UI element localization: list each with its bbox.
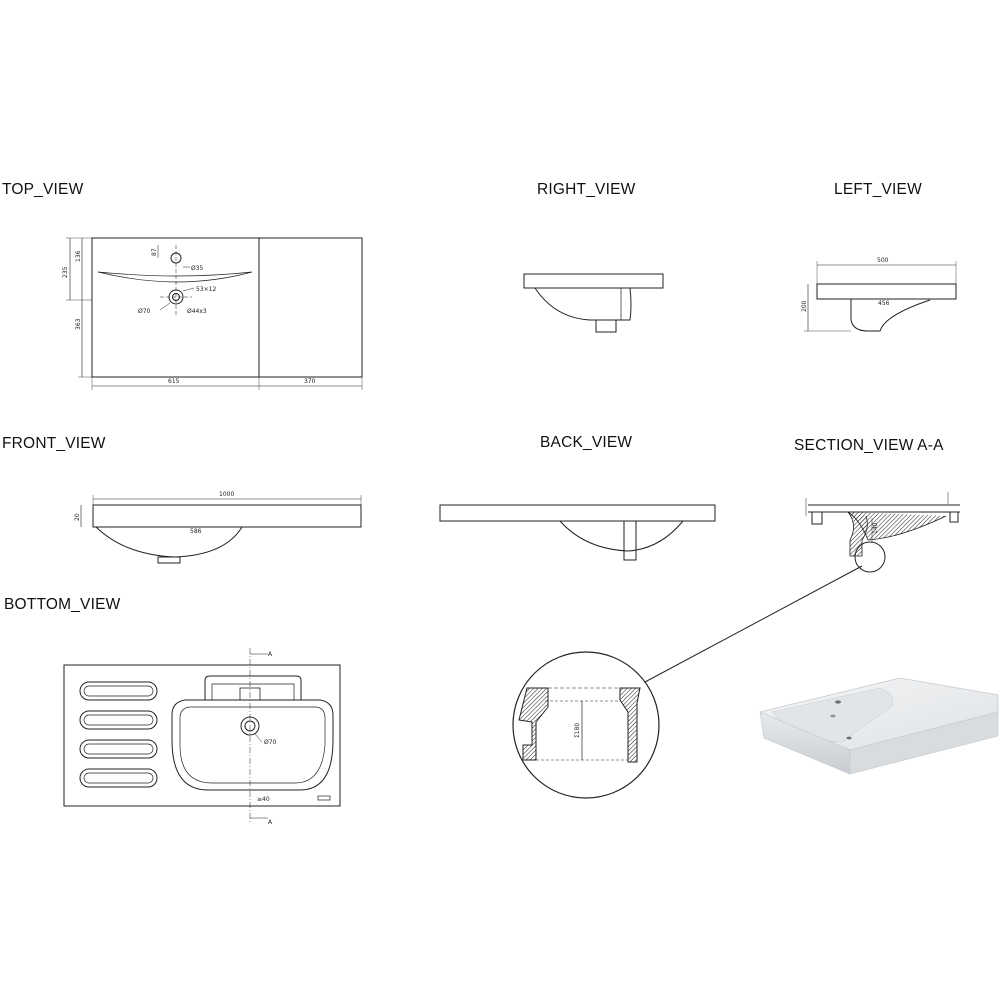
front-view-title: FRONT_VIEW bbox=[2, 435, 106, 452]
dim-top-h-upper: 136 bbox=[75, 250, 82, 262]
front-view-dimensions: 1000 586 20 bbox=[74, 491, 234, 535]
sink-3d-side bbox=[849, 711, 999, 775]
front-view-bowl bbox=[95, 526, 243, 558]
dim-bottom-offset: ≥40 bbox=[257, 796, 270, 803]
dim-top-w-shelf: 370 bbox=[304, 378, 316, 385]
left-view-dimensions: 500 456 200 bbox=[801, 257, 890, 312]
top-view-dimensions: 235 136 363 87 Ø35 53×12 Ø70 Ø44x3 615 3… bbox=[62, 248, 316, 385]
left-view-bowl bbox=[850, 299, 931, 332]
left-view bbox=[804, 261, 957, 332]
dim-section-depth: 140 bbox=[872, 522, 879, 534]
bottom-view-title: BOTTOM_VIEW bbox=[4, 596, 121, 613]
back-view bbox=[439, 504, 716, 561]
section-view-title: SECTION_VIEW A-A bbox=[794, 437, 944, 454]
dim-top-tap-hole: Ø35 bbox=[191, 265, 204, 272]
dim-front-width: 1000 bbox=[219, 491, 234, 498]
dim-top-overflow: 53×12 bbox=[196, 286, 216, 293]
back-view-title: BACK_VIEW bbox=[540, 434, 633, 451]
top-view-bowl-edge bbox=[97, 271, 253, 283]
back-view-drain bbox=[623, 521, 637, 561]
dim-front-height: 20 bbox=[74, 513, 81, 521]
bottom-view bbox=[63, 648, 341, 822]
detail-left-flange bbox=[518, 687, 549, 761]
dim-top-h-total: 235 bbox=[62, 266, 69, 278]
dim-left-inner: 456 bbox=[878, 300, 890, 307]
dim-detail-value: Σ180 bbox=[574, 723, 581, 738]
dim-top-drain-outer: Ø70 bbox=[138, 308, 151, 315]
bottom-overflow-channel bbox=[204, 675, 302, 700]
detail-view bbox=[512, 651, 660, 799]
sink-3d-render bbox=[758, 677, 999, 775]
dim-top-w-bowl: 615 bbox=[168, 378, 180, 385]
bottom-bowl-outline bbox=[171, 699, 334, 791]
left-view-top-slab bbox=[816, 283, 957, 300]
front-view bbox=[80, 495, 362, 564]
sink-3d-drain bbox=[830, 714, 836, 718]
back-view-bowl bbox=[559, 520, 684, 552]
right-view-drain bbox=[595, 319, 617, 333]
right-view-title: RIGHT_VIEW bbox=[537, 181, 636, 198]
right-view bbox=[523, 273, 664, 333]
back-view-top-slab bbox=[439, 504, 716, 522]
bottom-slot-4 bbox=[79, 768, 158, 788]
section-mark-bottom: A bbox=[268, 819, 273, 826]
dim-top-h-small: 87 bbox=[151, 248, 158, 256]
sink-3d-tap-hole bbox=[835, 700, 841, 704]
detail-right-flange bbox=[619, 687, 641, 763]
bottom-slot-2 bbox=[79, 710, 158, 730]
bottom-view-dimensions: A A Ø70 ≥40 bbox=[257, 651, 277, 826]
front-view-drain bbox=[157, 556, 181, 564]
bottom-slot-3 bbox=[79, 739, 158, 759]
dim-front-inner: 586 bbox=[190, 528, 202, 535]
dim-left-width: 500 bbox=[877, 257, 889, 264]
right-view-bowl bbox=[534, 287, 632, 321]
right-view-top-slab bbox=[523, 273, 664, 289]
top-view-title: TOP_VIEW bbox=[2, 181, 84, 198]
section-view bbox=[644, 492, 960, 683]
top-view-outline bbox=[91, 237, 363, 378]
dim-top-drain-inner: Ø44x3 bbox=[187, 308, 207, 315]
detail-circle bbox=[512, 651, 660, 799]
section-mark-top: A bbox=[268, 651, 273, 658]
bottom-slot-1 bbox=[79, 681, 158, 701]
dim-bottom-drain: Ø70 bbox=[264, 739, 277, 746]
section-detail-marker bbox=[854, 541, 886, 573]
front-view-top-slab bbox=[92, 504, 362, 528]
left-view-title: LEFT_VIEW bbox=[834, 181, 922, 198]
bottom-view-outline bbox=[63, 664, 341, 807]
dim-left-height: 200 bbox=[801, 300, 808, 312]
detail-leader-line bbox=[644, 565, 863, 683]
top-view bbox=[66, 237, 363, 390]
dim-top-h-lower: 363 bbox=[75, 318, 82, 330]
